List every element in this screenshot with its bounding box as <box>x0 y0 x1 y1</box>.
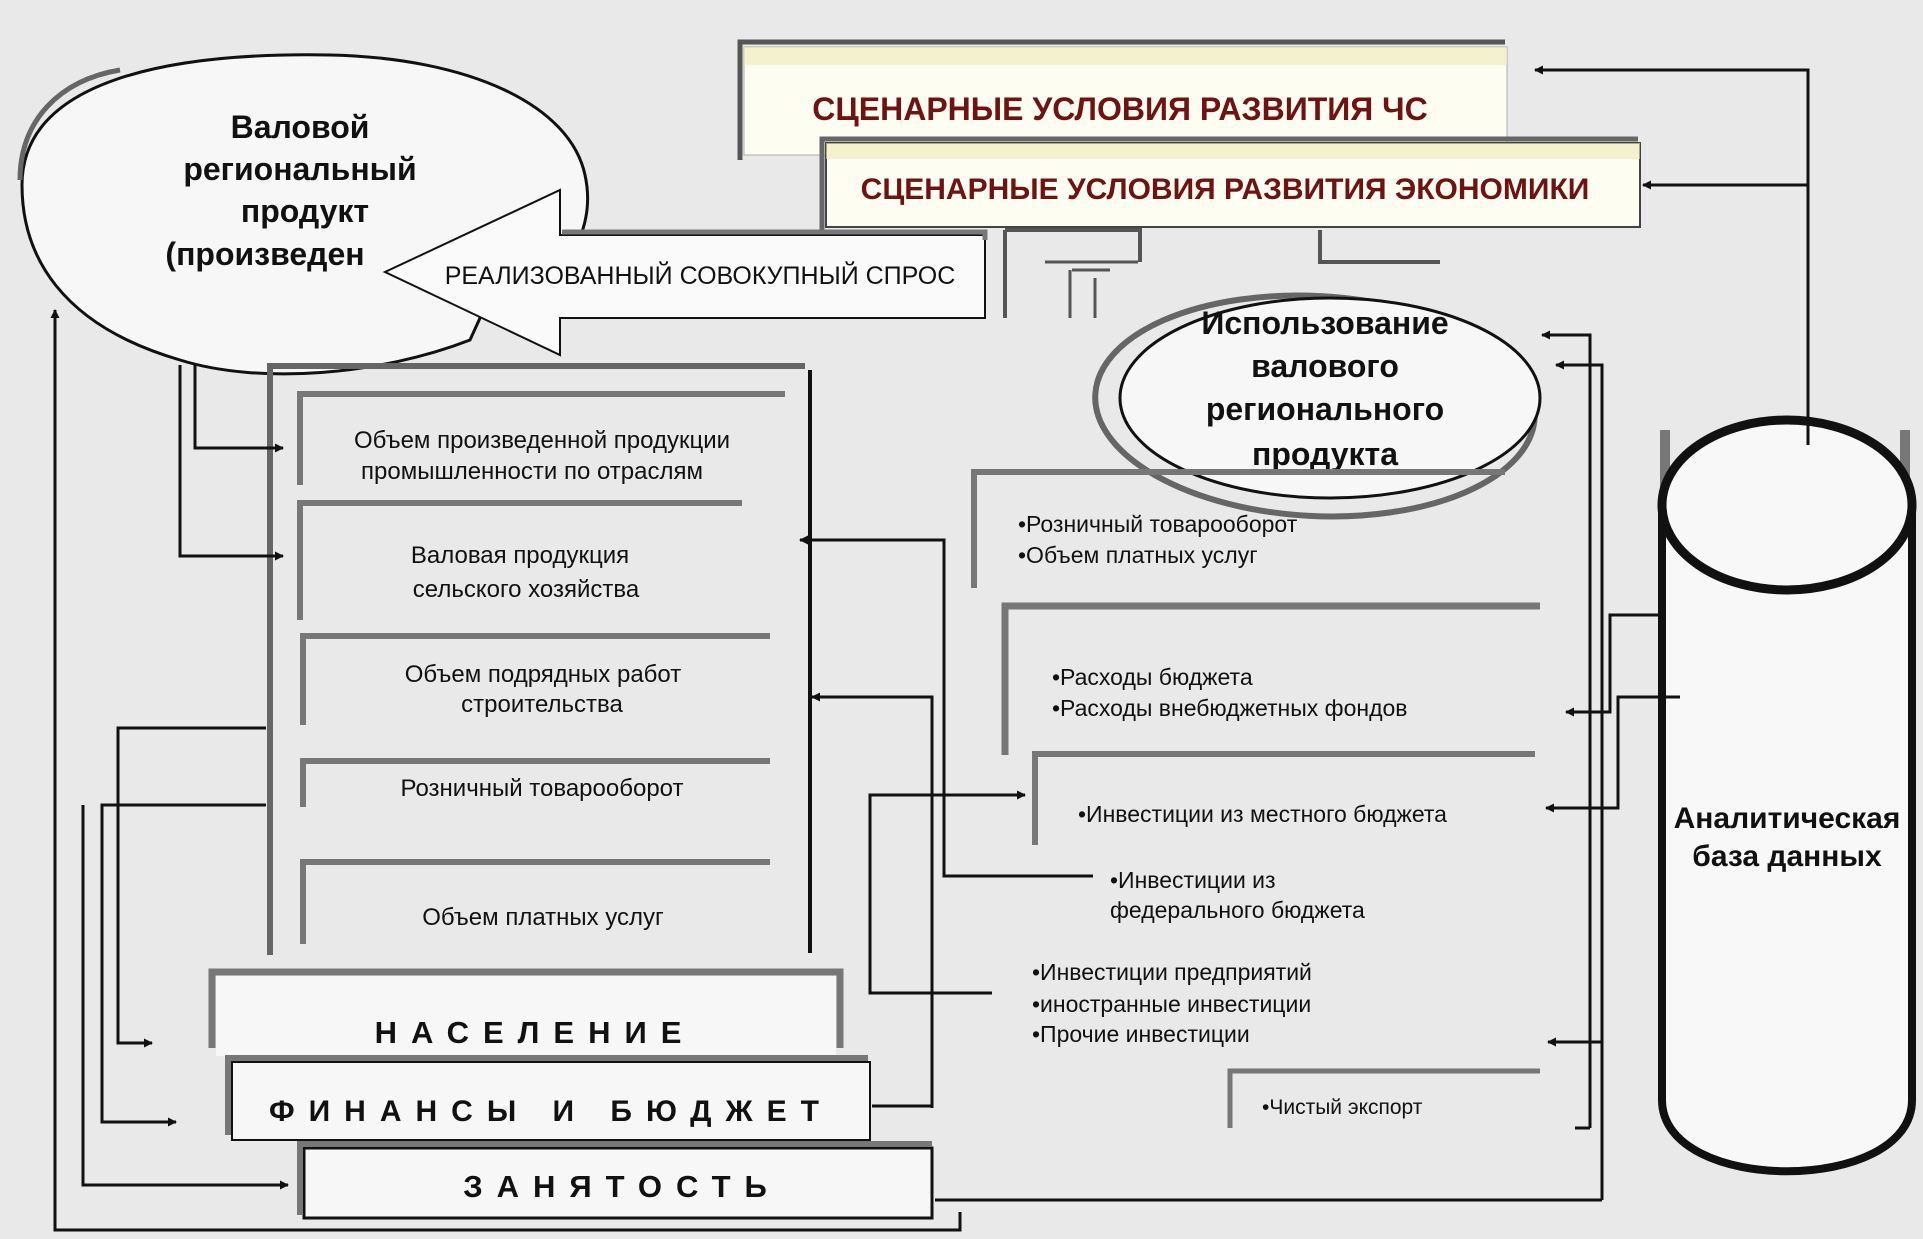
arrow-icon <box>193 365 284 453</box>
grp-produced-line3: продукт <box>241 193 369 229</box>
production-construction-line1: Объем подрядных работ <box>405 661 681 688</box>
usage-budget-box: •Расходы бюджета •Расходы внебюджетных ф… <box>1001 602 1540 755</box>
arrow-icon <box>1545 695 1680 813</box>
usage-local-investment-box: •Инвестиции из местного бюджета <box>1032 751 1535 845</box>
connectors <box>50 65 1810 1232</box>
production-industry-box: Объем произведенной продукции промышленн… <box>297 391 785 485</box>
grp-usage-line2: валового <box>1251 348 1399 384</box>
usage-other-line3: •Прочие инвестиции <box>1032 1021 1250 1047</box>
production-agriculture-line1: Валовая продукция <box>411 542 629 569</box>
production-paid-services-box: Объем платных услуг <box>300 859 770 944</box>
usage-net-export-box: •Чистый экспорт <box>1227 1068 1540 1128</box>
scenario-economy-label: СЦЕНАРНЫЕ УСЛОВИЯ РАЗВИТИЯ ЭКОНОМИКИ <box>861 173 1590 206</box>
production-industry-line1: Объем произведенной продукции <box>354 427 730 454</box>
production-panel: Объем произведенной продукции промышленн… <box>267 363 812 955</box>
usage-consumption-box: •Розничный товарооборот •Объем платных у… <box>971 469 1505 588</box>
usage-federal-investment: •Инвестиции из федерального бюджета <box>1110 867 1365 923</box>
production-construction-line2: строительства <box>461 691 623 718</box>
usage-other-investment: •Инвестиции предприятий •иностранные инв… <box>1032 959 1312 1047</box>
grp-usage-ellipse: Использование валового регионального про… <box>1092 292 1542 520</box>
cylinder-icon: Аналитическая база данных <box>1657 415 1917 1176</box>
arrow-icon <box>1555 360 1604 1200</box>
usage-consumption-line1: •Розничный товарооборот <box>1018 511 1298 537</box>
arrow-icon <box>811 692 934 1108</box>
scenario-economy-box: СЦЕНАРНЫЕ УСЛОВИЯ РАЗВИТИЯ ЭКОНОМИКИ <box>819 136 1641 232</box>
aggregate-demand-arrow: РЕАЛИЗОВАННЫЙ СОВОКУПНЫЙ СПРОС <box>382 188 988 357</box>
aggregate-demand-label: РЕАЛИЗОВАННЫЙ СОВОКУПНЫЙ СПРОС <box>445 260 956 290</box>
production-agriculture-box: Валовая продукция сельского хозяйства <box>297 500 742 620</box>
usage-federal-line2: федерального бюджета <box>1110 897 1365 923</box>
usage-federal-line1: •Инвестиции из <box>1110 867 1276 893</box>
grp-usage-line3: регионального <box>1206 391 1444 427</box>
usage-budget-line1: •Расходы бюджета <box>1052 664 1253 690</box>
arrow-icon <box>868 790 1026 995</box>
production-paid-services-label: Объем платных услуг <box>422 904 664 931</box>
scenario-emergency-label: СЦЕНАРНЫЕ УСЛОВИЯ РАЗВИТИЯ ЧС <box>812 91 1427 127</box>
usage-budget-line2: •Расходы внебюджетных фондов <box>1052 695 1408 721</box>
arrow-icon <box>178 365 284 561</box>
database-line2: база данных <box>1692 840 1882 873</box>
arrow-icon <box>1541 330 1592 1128</box>
usage-local-investment-label: •Инвестиции из местного бюджета <box>1078 801 1447 827</box>
production-industry-line2: промышленности по отраслям <box>361 458 703 485</box>
arrow-icon <box>1565 613 1660 717</box>
employment-label: ЗАНЯТОСТЬ <box>463 1169 781 1204</box>
usage-other-line2: •иностранные инвестиции <box>1032 991 1311 1017</box>
arrow-icon <box>116 726 266 1048</box>
grp-usage-line4: продукта <box>1252 436 1398 472</box>
production-agriculture-line2: сельского хозяйства <box>413 576 640 603</box>
grp-usage-line1: Использование <box>1201 305 1448 341</box>
database-line1: Аналитическая <box>1674 802 1901 835</box>
grp-produced-line4: (произведен <box>165 236 364 272</box>
production-retail-label: Розничный товарооборот <box>401 775 684 802</box>
production-retail-box: Розничный товарооборот <box>300 758 770 807</box>
production-construction-box: Объем подрядных работ строительства <box>300 633 770 725</box>
grp-produced-line1: Валовой <box>231 109 370 145</box>
grp-produced-line2: региональный <box>183 151 416 187</box>
finance-budget-box: ФИНАНСЫ И БЮДЖЕТ <box>225 1055 871 1141</box>
arrow-icon <box>799 535 1093 878</box>
arrow-icon <box>1534 65 1810 445</box>
usage-consumption-line2: •Объем платных услуг <box>1018 542 1258 568</box>
usage-other-line1: •Инвестиции предприятий <box>1032 959 1312 985</box>
arrow-icon <box>100 803 266 1127</box>
arrow-icon <box>81 805 289 1190</box>
finance-budget-label: ФИНАНСЫ И БЮДЖЕТ <box>269 1095 833 1128</box>
population-box: НАСЕЛЕНИЕ <box>208 968 844 1056</box>
arrow-icon <box>50 309 962 1232</box>
employment-box: ЗАНЯТОСТЬ <box>297 1141 934 1220</box>
usage-net-export-label: •Чистый экспорт <box>1262 1096 1423 1119</box>
decorative-tabs <box>1003 228 1440 318</box>
population-label: НАСЕЛЕНИЕ <box>375 1015 696 1050</box>
